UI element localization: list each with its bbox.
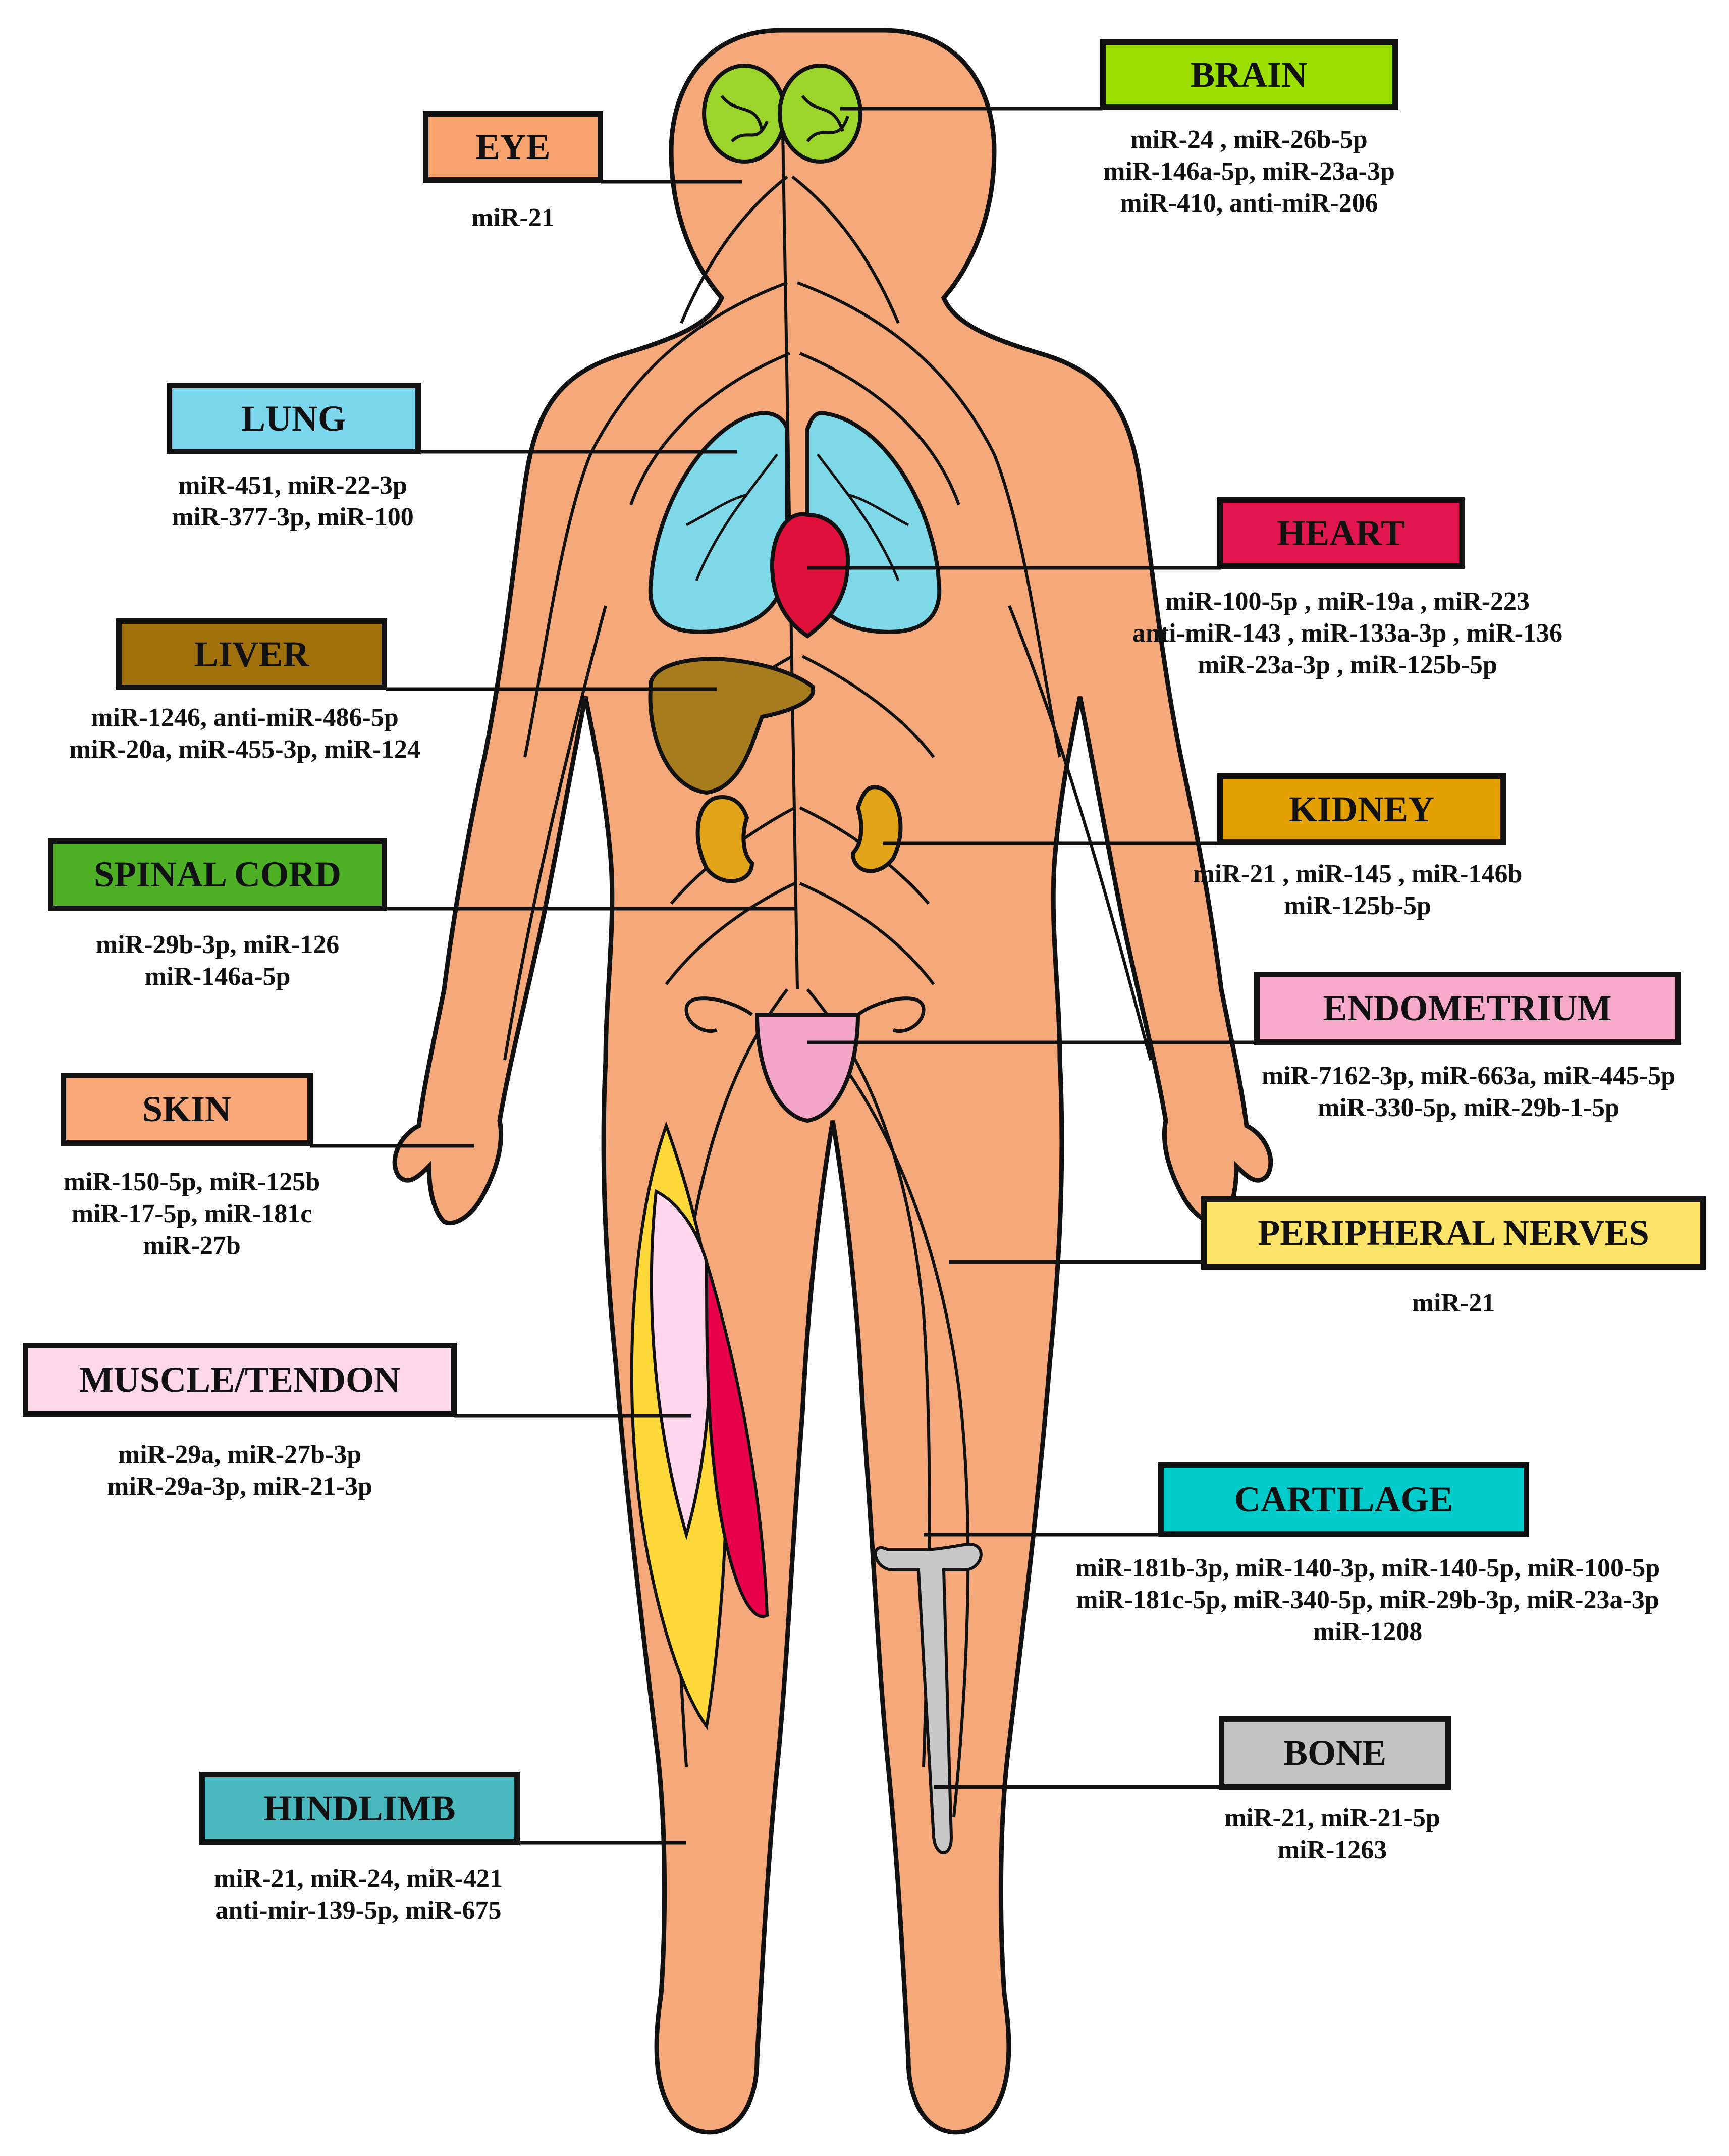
mirna-line: miR-146a-5p — [144, 962, 291, 991]
spinal-cord-label: SPINAL CORD — [48, 838, 387, 911]
eye-label: EYE — [423, 111, 603, 183]
brain-label: BRAIN — [1100, 39, 1398, 110]
mirna-line: miR-330-5p, miR-29b-1-5p — [1318, 1093, 1619, 1122]
bone-organ — [874, 1542, 983, 1854]
mirna-line: miR-17-5p, miR-181c — [71, 1199, 312, 1228]
mirna-line: miR-150-5p, miR-125b — [63, 1168, 320, 1196]
mirna-line: miR-1246, anti-miR-486-5p — [91, 703, 399, 732]
mirna-line: miR-29b-3p, miR-126 — [95, 930, 340, 959]
heart-label: HEART — [1217, 497, 1465, 569]
mirna-line: miR-21 — [1412, 1289, 1495, 1318]
kidney-right — [850, 785, 903, 873]
mirna-line: miR-125b-5p — [1284, 891, 1431, 920]
hindlimb-mirna-list: miR-21, miR-24, miR-421 anti-mir-139-5p,… — [167, 1863, 550, 1926]
mirna-line: miR-29a, miR-27b-3p — [118, 1440, 362, 1469]
mirna-line: miR-21 — [471, 203, 555, 232]
mirna-line: miR-27b — [143, 1231, 241, 1260]
endometrium-label: ENDOMETRIUM — [1254, 972, 1681, 1045]
mirna-line: miR-20a, miR-455-3p, miR-124 — [69, 735, 421, 764]
mirna-line: miR-146a-5p, miR-23a-3p — [1103, 157, 1395, 186]
brain-mirna-list: miR-24 , miR-26b-5p miR-146a-5p, miR-23a… — [1060, 124, 1438, 219]
connector-lines — [310, 107, 1257, 1845]
lung-mirna-list: miR-451, miR-22-3p miR-377-3p, miR-100 — [141, 469, 444, 533]
mirna-line: miR-1208 — [1313, 1617, 1423, 1646]
mirna-line: miR-7162-3p, miR-663a, miR-445-5p — [1261, 1062, 1676, 1090]
kidney-label: KIDNEY — [1217, 773, 1506, 845]
mirna-line: miR-21 , miR-145 , miR-146b — [1193, 860, 1523, 888]
kidney-mirna-list: miR-21 , miR-145 , miR-146b miR-125b-5p — [1136, 858, 1580, 922]
bone-mirna-list: miR-21, miR-21-5p miR-1263 — [1161, 1802, 1504, 1866]
peripheral-nerves-mirna-list: miR-21 — [1201, 1287, 1706, 1319]
endometrium-mirna-list: miR-7162-3p, miR-663a, miR-445-5p miR-33… — [1211, 1060, 1726, 1124]
heart-organ — [770, 512, 850, 639]
mirna-line: miR-29a-3p, miR-21-3p — [107, 1472, 372, 1501]
mirna-line: miR-1263 — [1277, 1835, 1387, 1864]
mirna-line: miR-377-3p, miR-100 — [172, 503, 414, 532]
kidney-left — [695, 795, 754, 883]
mirna-line: miR-24 , miR-26b-5p — [1130, 125, 1368, 154]
mirna-line: anti-mir-139-5p, miR-675 — [215, 1896, 502, 1925]
liver-label: LIVER — [116, 618, 387, 690]
muscle-tendon-label: MUSCLE/TENDON — [23, 1343, 457, 1417]
lung-label: LUNG — [167, 383, 421, 454]
muscle-tendon-mirna-list: miR-29a, miR-27b-3p miR-29a-3p, miR-21-3… — [23, 1439, 457, 1502]
spinal-cord-mirna-list: miR-29b-3p, miR-126 miR-146a-5p — [48, 929, 387, 992]
mirna-line: miR-410, anti-miR-206 — [1120, 189, 1378, 218]
mirna-line: anti-miR-143 , miR-133a-3p , miR-136 — [1132, 619, 1563, 648]
peripheral-nerves-label: PERIPHERAL NERVES — [1201, 1196, 1706, 1270]
skin-mirna-list: miR-150-5p, miR-125b miR-17-5p, miR-181c… — [10, 1166, 373, 1261]
mirna-line: miR-100-5p , miR-19a , miR-223 — [1165, 587, 1530, 616]
mirna-line: miR-23a-3p , miR-125b-5p — [1198, 651, 1497, 679]
mirna-line: miR-181b-3p, miR-140-3p, miR-140-5p, miR… — [1075, 1554, 1660, 1583]
heart-mirna-list: miR-100-5p , miR-19a , miR-223 anti-miR-… — [1085, 586, 1610, 681]
muscle-tendon-organ — [630, 1121, 769, 1730]
mirna-line: miR-21, miR-21-5p — [1224, 1804, 1440, 1832]
liver-organ — [648, 656, 816, 795]
mirna-line: miR-21, miR-24, miR-421 — [214, 1864, 503, 1893]
eye-mirna-list: miR-21 — [423, 202, 603, 234]
liver-mirna-list: miR-1246, anti-miR-486-5p miR-20a, miR-4… — [30, 702, 459, 765]
cartilage-label: CARTILAGE — [1158, 1462, 1529, 1537]
cartilage-mirna-list: miR-181b-3p, miR-140-3p, miR-140-5p, miR… — [1009, 1552, 1726, 1648]
mirna-line: miR-181c-5p, miR-340-5p, miR-29b-3p, miR… — [1076, 1586, 1659, 1614]
bone-label: BONE — [1219, 1716, 1451, 1790]
mirna-line: miR-451, miR-22-3p — [178, 471, 407, 500]
skin-label: SKIN — [61, 1073, 313, 1146]
brain-organ — [702, 64, 862, 164]
hindlimb-label: HINDLIMB — [199, 1772, 520, 1845]
